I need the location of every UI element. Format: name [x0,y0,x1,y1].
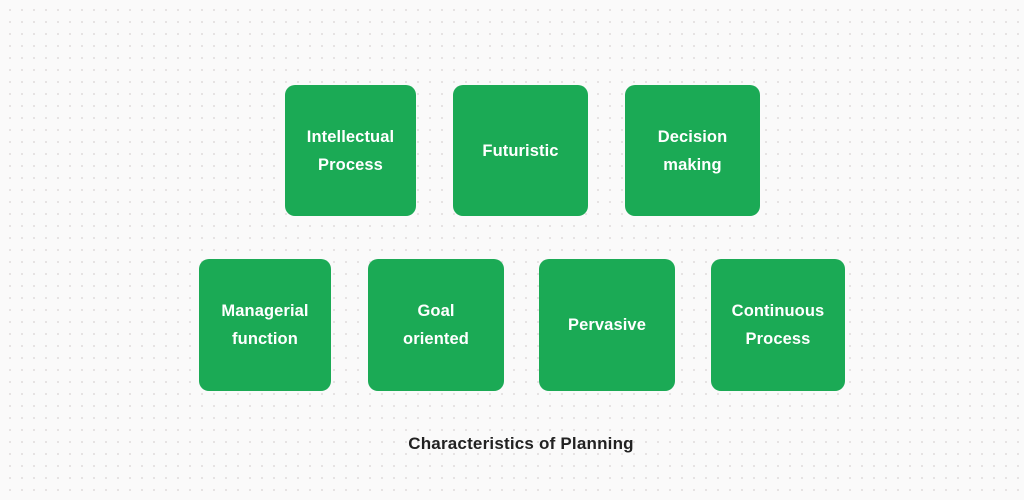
characteristic-card-decision-making[interactable]: Decision making [625,85,760,216]
characteristic-card-pervasive[interactable]: Pervasive [539,259,675,391]
characteristic-card-managerial-function[interactable]: Managerial function [199,259,331,391]
characteristic-card-intellectual-process[interactable]: Intellectual Process [285,85,416,216]
characteristic-card-futuristic[interactable]: Futuristic [453,85,588,216]
diagram-caption-text: Characteristics of Planning [408,434,634,453]
diagram-caption: Characteristics of Planning [0,434,1024,454]
characteristic-card-continuous-process[interactable]: Continuous Process [711,259,845,391]
characteristic-card-goal-oriented[interactable]: Goal oriented [368,259,504,391]
